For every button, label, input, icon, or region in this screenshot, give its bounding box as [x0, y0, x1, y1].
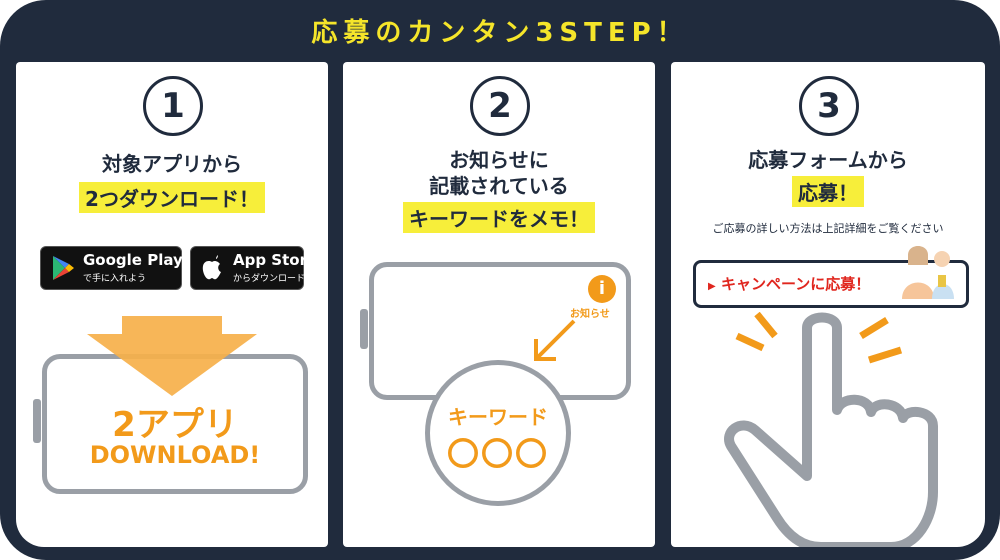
- phone-side-button: [360, 309, 368, 349]
- google-play-sub: で手に入れよう: [83, 274, 147, 284]
- campaign-apply-button[interactable]: ▶ キャンペーンに応募！: [693, 246, 969, 308]
- phone-text-apps: 2アプリ: [112, 405, 238, 445]
- app-store-badge[interactable]: App Store からダウンロード: [190, 246, 317, 290]
- step-2-line2: 記載されている: [429, 174, 569, 198]
- app-store-label: App Store: [233, 251, 318, 269]
- info-icon: i: [588, 275, 616, 303]
- step-3-note: ご応募の詳しい方法は上記詳細をご覧ください: [712, 222, 944, 235]
- tap-hand-icon: [724, 312, 938, 547]
- step-3-highlight: 応募！: [792, 176, 864, 207]
- play-arrow-icon: ▶: [708, 281, 716, 292]
- pointer-arrow-icon: [534, 319, 576, 361]
- google-play-badge[interactable]: Google Play で手に入れよう: [40, 246, 183, 290]
- step-3-line1: 応募フォームから: [748, 148, 908, 172]
- phone-text-download: DOWNLOAD!: [89, 441, 261, 469]
- step-number: 2: [470, 76, 530, 136]
- step-2-panel: 2 お知らせに 記載されている キーワードをメモ！ i お知らせ キーワード 〇…: [343, 62, 655, 547]
- info-label: お知らせ: [570, 309, 610, 320]
- banner-title: 応募のカンタン3STEP！: [311, 18, 689, 48]
- app-store-sub: からダウンロード: [233, 274, 306, 284]
- download-arrow-icon: [87, 316, 257, 396]
- people-illustration-icon: [902, 246, 954, 299]
- step-number: 1: [143, 76, 203, 136]
- step-3-panel: 3 応募フォームから 応募！ ご応募の詳しい方法は上記詳細をご覧ください ▶ キ…: [671, 62, 985, 547]
- step-1-highlight: 2つダウンロード！: [79, 182, 265, 213]
- step-2-line1: お知らせに: [449, 148, 549, 172]
- step-1-line1: 対象アプリから: [102, 152, 242, 176]
- step-1-panel: 1 対象アプリから 2つダウンロード！ Google Play で手に入れよう …: [16, 62, 328, 547]
- phone-side-button: [33, 399, 41, 443]
- keyword-label: キーワード: [448, 405, 548, 429]
- apple-icon: [202, 255, 221, 280]
- step-2-highlight: キーワードをメモ！: [403, 202, 595, 233]
- step-number: 3: [799, 76, 859, 136]
- cta-label: キャンペーンに応募！: [720, 275, 871, 293]
- magnifier-circle: キーワード 〇〇〇: [425, 360, 571, 506]
- google-play-icon: [53, 256, 74, 280]
- google-play-label: Google Play: [83, 251, 183, 269]
- keyword-value: 〇〇〇: [446, 435, 549, 473]
